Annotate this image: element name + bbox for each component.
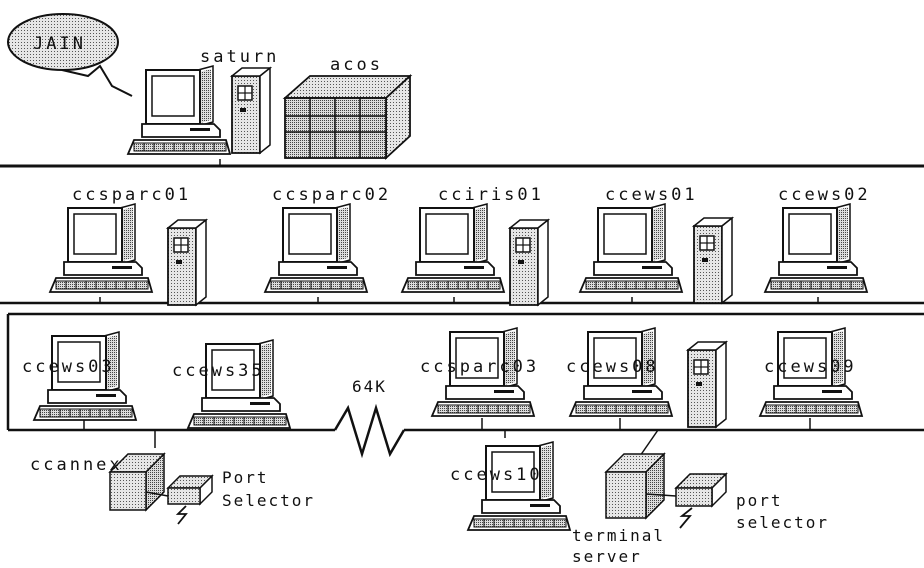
saturn-tower-icon bbox=[231, 67, 271, 154]
port-selector-left-line2: Selector bbox=[222, 491, 315, 510]
ccews08-tower-icon bbox=[687, 341, 727, 428]
ccews08-label: ccews08 bbox=[566, 357, 659, 377]
link-64k-zigzag bbox=[333, 403, 406, 459]
jain-cloud: JAIN bbox=[7, 13, 133, 97]
ccsparc01-label: ccsparc01 bbox=[72, 185, 191, 205]
ccews09-label: ccews09 bbox=[764, 357, 857, 377]
acos-label: acos bbox=[330, 55, 383, 75]
cciris01-workstation-icon bbox=[401, 203, 505, 293]
ccews10-label: ccews10 bbox=[450, 465, 543, 485]
saturn-workstation-icon bbox=[127, 65, 231, 155]
ccews01-label: ccews01 bbox=[605, 185, 698, 205]
acos-mainframe-icon bbox=[282, 73, 413, 161]
ccews02-label: ccews02 bbox=[778, 185, 871, 205]
ccsparc01-tower-icon bbox=[167, 219, 207, 306]
ccews03-label: ccews03 bbox=[22, 357, 115, 377]
saturn-label: saturn bbox=[200, 47, 279, 67]
ccews01-workstation-icon bbox=[579, 203, 683, 293]
ccews35-label: ccews35 bbox=[172, 361, 265, 381]
ccsparc02-workstation-icon bbox=[264, 203, 368, 293]
port-selector-right-icon bbox=[645, 472, 728, 529]
ccsparc02-label: ccsparc02 bbox=[272, 185, 391, 205]
terminal-server-line1: terminal bbox=[572, 526, 665, 545]
jain-label: JAIN bbox=[33, 34, 86, 54]
port-selector-left-icon bbox=[145, 474, 214, 525]
ccannex-terminal-server-icon bbox=[108, 452, 166, 512]
terminal-server-line2: server bbox=[572, 547, 642, 566]
terminal-server-icon bbox=[604, 452, 666, 520]
ccannex-label: ccannex bbox=[30, 455, 123, 475]
cciris01-label: cciris01 bbox=[438, 185, 544, 205]
ccsparc03-label: ccsparc03 bbox=[420, 357, 539, 377]
port-selector-right-line2: selector bbox=[736, 513, 829, 532]
port-selector-right-line1: port bbox=[736, 491, 783, 510]
link-64k-label: 64K bbox=[352, 377, 387, 396]
ccews10-workstation-icon bbox=[467, 441, 571, 531]
cciris01-tower-icon bbox=[509, 219, 549, 306]
ccsparc01-workstation-icon bbox=[49, 203, 153, 293]
ccews35-workstation-icon bbox=[187, 339, 291, 429]
ccews01-tower-icon bbox=[693, 217, 733, 304]
port-selector-left-line1: Port bbox=[222, 468, 269, 487]
ccews02-workstation-icon bbox=[764, 203, 868, 293]
